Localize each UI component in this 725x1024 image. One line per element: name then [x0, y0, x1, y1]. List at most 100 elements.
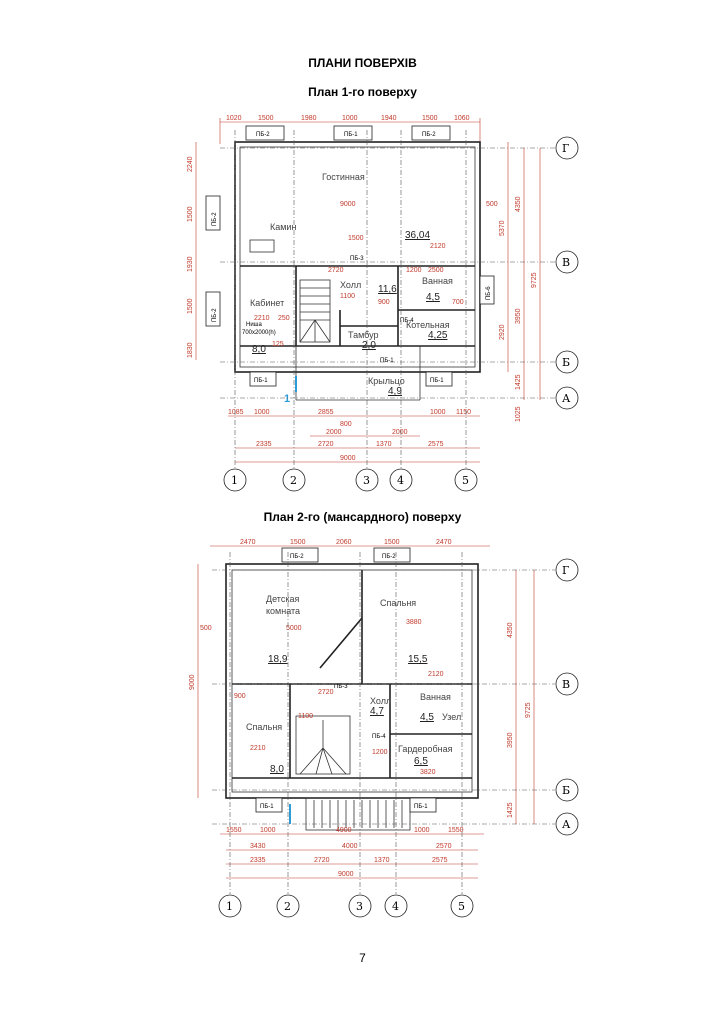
- dim-text: 2060: [336, 539, 352, 546]
- axis-letter: А: [562, 392, 571, 405]
- room-label: Узел: [442, 712, 461, 722]
- axis-bubble: [454, 468, 478, 492]
- axis-number: 2: [290, 474, 297, 487]
- window-label: ПБ-2: [382, 554, 396, 560]
- dim-text: 5000: [286, 625, 302, 632]
- dim-text: 1930: [187, 256, 194, 272]
- dim-text: 2120: [428, 671, 444, 678]
- room-label: Спальня: [246, 722, 282, 732]
- page-number: 7: [359, 951, 366, 965]
- dim-text: 1000: [254, 409, 270, 416]
- dim-text: 4900: [336, 827, 352, 834]
- balcony-railing: [313, 800, 403, 828]
- beam-label: ПБ-1: [380, 358, 394, 364]
- plan1-top-dims: 1020 1500 1980 1000 1940 1500 1060: [226, 115, 470, 122]
- dim-text: 5370: [499, 220, 506, 236]
- axis-bubble: [555, 778, 579, 802]
- axis-bubble: [276, 894, 300, 918]
- dim-text: 2335: [256, 441, 272, 448]
- dim-text: 1500: [187, 206, 194, 222]
- dim-text: 1025: [515, 406, 522, 422]
- dim-text: 1100: [340, 293, 355, 300]
- note-label: Ниша: [246, 322, 262, 328]
- plan2-heading: План 2-го (мансардного) поверху: [263, 510, 462, 524]
- beam-label: ПБ-4: [372, 734, 386, 740]
- dim-text: 500: [486, 201, 498, 208]
- window-right: [479, 275, 495, 305]
- dim-text: 3950: [507, 732, 514, 748]
- axis-bubble: [555, 250, 579, 274]
- room-area: 2,0: [362, 340, 376, 351]
- dim-text: 250: [278, 315, 290, 322]
- dim-text: 2720: [318, 689, 334, 696]
- axis-letter: В: [562, 256, 570, 269]
- room-area: 4,5: [420, 712, 434, 723]
- window-bottom-left: [249, 371, 277, 387]
- window-bottom-right: [409, 797, 437, 813]
- axis-bubble: [218, 894, 242, 918]
- room-label: Гостинная: [322, 172, 365, 182]
- dim-text: 2720: [314, 857, 330, 864]
- room-label: Холл: [340, 280, 361, 290]
- axis-bubble: [223, 468, 247, 492]
- axis-bubble: [555, 386, 579, 410]
- dim-text: 3430: [250, 843, 266, 850]
- axis-letter: Б: [562, 356, 570, 369]
- dim-text: 2210: [254, 315, 270, 322]
- room-area: 36,04: [405, 230, 430, 241]
- room-area: 4,5: [426, 292, 440, 303]
- window-label: ПБ-2: [212, 308, 218, 322]
- axis-bubble: [555, 812, 579, 836]
- window-top-left: [281, 547, 319, 563]
- axis-bubble: [282, 468, 306, 492]
- section-marker-label: 1: [284, 393, 290, 405]
- dim-text: 1000: [430, 409, 446, 416]
- dim-text: 1085: [228, 409, 244, 416]
- dim-text: 2000: [326, 429, 342, 436]
- beam-label: ПБ-3: [350, 256, 364, 262]
- axis-letter: Г: [562, 564, 569, 577]
- dim-text: 2920: [499, 324, 506, 340]
- axis-number: 4: [397, 474, 404, 487]
- axis-bubble: [348, 894, 372, 918]
- staircase: [299, 279, 331, 343]
- room-label: Тамбур: [348, 330, 379, 340]
- dim-text: 1370: [376, 441, 392, 448]
- dim-text: 9000: [338, 871, 354, 878]
- axis-number: 3: [356, 900, 363, 913]
- axis-bubble: [555, 558, 579, 582]
- axis-bubble: [389, 468, 413, 492]
- axis-bubble: [555, 136, 579, 160]
- room-area: 11,6: [378, 284, 397, 295]
- window-label: ПБ-1: [254, 378, 268, 384]
- dim-text: 1500: [384, 539, 400, 546]
- window-label: ПБ-1: [430, 378, 444, 384]
- dim-text: 2500: [428, 267, 444, 274]
- dim-text: 1940: [381, 115, 397, 122]
- window-label: ПБ-1: [260, 804, 274, 810]
- dim-text: 1000: [342, 115, 358, 122]
- axis-bubble: [555, 350, 579, 374]
- section-heading: ПЛАНИ ПОВЕРХІВ: [308, 56, 417, 70]
- window-bottom-left: [255, 797, 283, 813]
- dim-text: 2470: [436, 539, 452, 546]
- room-area: 6,5: [414, 756, 428, 767]
- dim-text: 1980: [301, 115, 317, 122]
- dim-text: 1020: [226, 115, 242, 122]
- fireplace: [249, 239, 275, 253]
- window-top-right: [373, 547, 411, 563]
- axis-number: 4: [392, 900, 399, 913]
- staircase: [295, 715, 351, 775]
- axis-bubble: [384, 894, 408, 918]
- room-area: 4,25: [428, 330, 448, 341]
- room-label: Котельная: [406, 320, 450, 330]
- dim-text: 1150: [456, 409, 471, 416]
- dim-text: 1550: [226, 827, 242, 834]
- room-label: Кабинет: [250, 298, 284, 308]
- window-label: ПБ-1: [414, 804, 428, 810]
- window-label: ПБ-2: [290, 554, 304, 560]
- dim-text: 1000: [260, 827, 276, 834]
- dim-text: 1550: [448, 827, 464, 834]
- dim-text: 1370: [374, 857, 390, 864]
- window-label: ПБ-2: [256, 132, 270, 138]
